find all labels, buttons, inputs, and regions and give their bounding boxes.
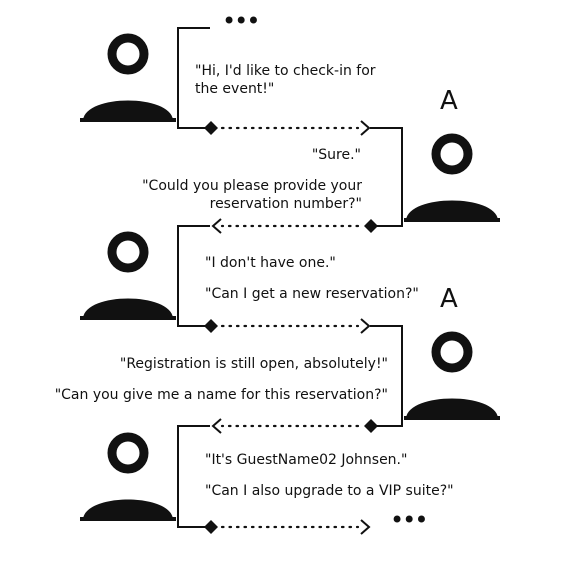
agent-message-1b: "Could you please provide your reservati… xyxy=(142,178,362,212)
arrowhead-5 xyxy=(360,519,371,535)
user-icon-3 xyxy=(80,432,176,521)
user-icon-1 xyxy=(80,33,176,122)
agent-1-bracket xyxy=(370,127,403,227)
agent-label-2: A xyxy=(440,284,458,314)
user-2-bracket xyxy=(177,225,210,327)
agent-message-1a: "Sure." xyxy=(311,147,361,163)
top-continuation-dots: ••• xyxy=(222,7,260,35)
agent-label-1: A xyxy=(440,86,458,116)
user-message-1: "Hi, I'd like to check-in for the event!… xyxy=(195,63,376,97)
agent-icon-1 xyxy=(404,133,500,222)
diamond-5 xyxy=(204,520,218,534)
diamond-4 xyxy=(364,419,378,433)
user-message-3a: "It's GuestName02 Johnsen." xyxy=(205,452,408,468)
arrowhead-4 xyxy=(211,418,222,434)
agent-message-2b: "Can you give me a name for this reserva… xyxy=(54,387,388,403)
user-1-bracket xyxy=(177,27,210,129)
bottom-continuation-dots: ••• xyxy=(390,506,428,534)
diamond-3 xyxy=(204,319,218,333)
arrowhead-2 xyxy=(211,218,222,234)
agent-icon-2 xyxy=(404,331,500,420)
agent-message-2a: "Registration is still open, absolutely!… xyxy=(119,356,388,372)
user-3-bracket xyxy=(177,425,210,528)
diamond-2 xyxy=(364,219,378,233)
agent-2-bracket xyxy=(370,325,403,427)
arrowhead-3 xyxy=(360,318,371,334)
arrowhead-1 xyxy=(360,120,371,136)
user-message-2a: "I don't have one." xyxy=(205,255,336,271)
user-message-3b: "Can I also upgrade to a VIP suite?" xyxy=(205,483,454,499)
diamond-1 xyxy=(204,121,218,135)
user-icon-2 xyxy=(80,231,176,320)
user-message-2b: "Can I get a new reservation?" xyxy=(205,286,419,302)
